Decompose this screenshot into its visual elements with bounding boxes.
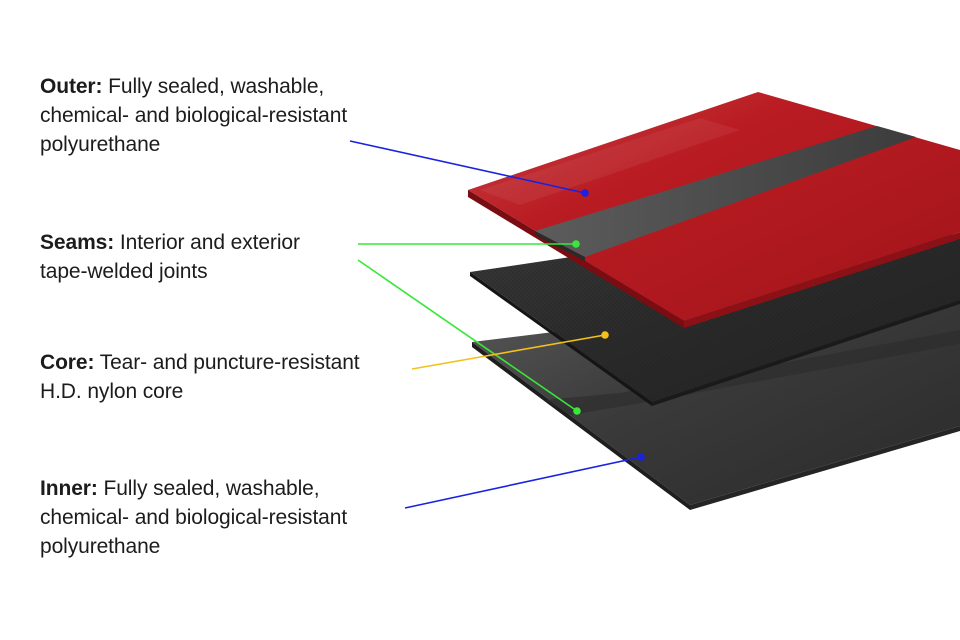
outer-leader-line [349, 140, 586, 194]
core-leader-line [411, 334, 606, 370]
seams-label-title: Seams: [40, 231, 115, 254]
seams-leader-dot-lower [573, 407, 581, 415]
core-label-title: Core: [40, 351, 95, 374]
core-label-line-1: Tear- and puncture-resistant [99, 351, 360, 374]
outer-label: Outer: Fully sealed, washable, chemical-… [40, 72, 347, 159]
inner-label-line-3: polyurethane [40, 535, 161, 558]
seams-leader-line-lower [357, 259, 578, 412]
inner-label-line-2: chemical- and biological-resistant [40, 506, 348, 529]
leader-lines [349, 140, 645, 509]
outer-label-line-2: chemical- and biological-resistant [40, 104, 348, 127]
core-label: Core: Tear- and puncture-resistant H.D. … [40, 348, 360, 406]
inner-label-title: Inner: [40, 477, 98, 500]
outer-layer [468, 92, 960, 328]
seams-label-line-1: Interior and exterior [119, 231, 300, 254]
seams-label: Seams: Interior and exterior tape-welded… [40, 228, 300, 286]
inner-leader-line [404, 456, 642, 509]
outer-label-line-3: polyurethane [40, 133, 161, 156]
inner-leader-dot [637, 453, 645, 461]
outer-label-title: Outer: [40, 75, 103, 98]
core-label-line-2: H.D. nylon core [40, 380, 184, 403]
outer-label-line-1: Fully sealed, washable, [108, 75, 325, 98]
seam-tape [535, 126, 916, 257]
outer-leader-dot [581, 189, 589, 197]
seams-leader-dot-upper [572, 240, 580, 248]
inner-label: Inner: Fully sealed, washable, chemical-… [40, 474, 347, 561]
core-leader-dot [601, 331, 609, 339]
inner-label-line-1: Fully sealed, washable, [103, 477, 320, 500]
seams-label-line-2: tape-welded joints [40, 260, 208, 283]
